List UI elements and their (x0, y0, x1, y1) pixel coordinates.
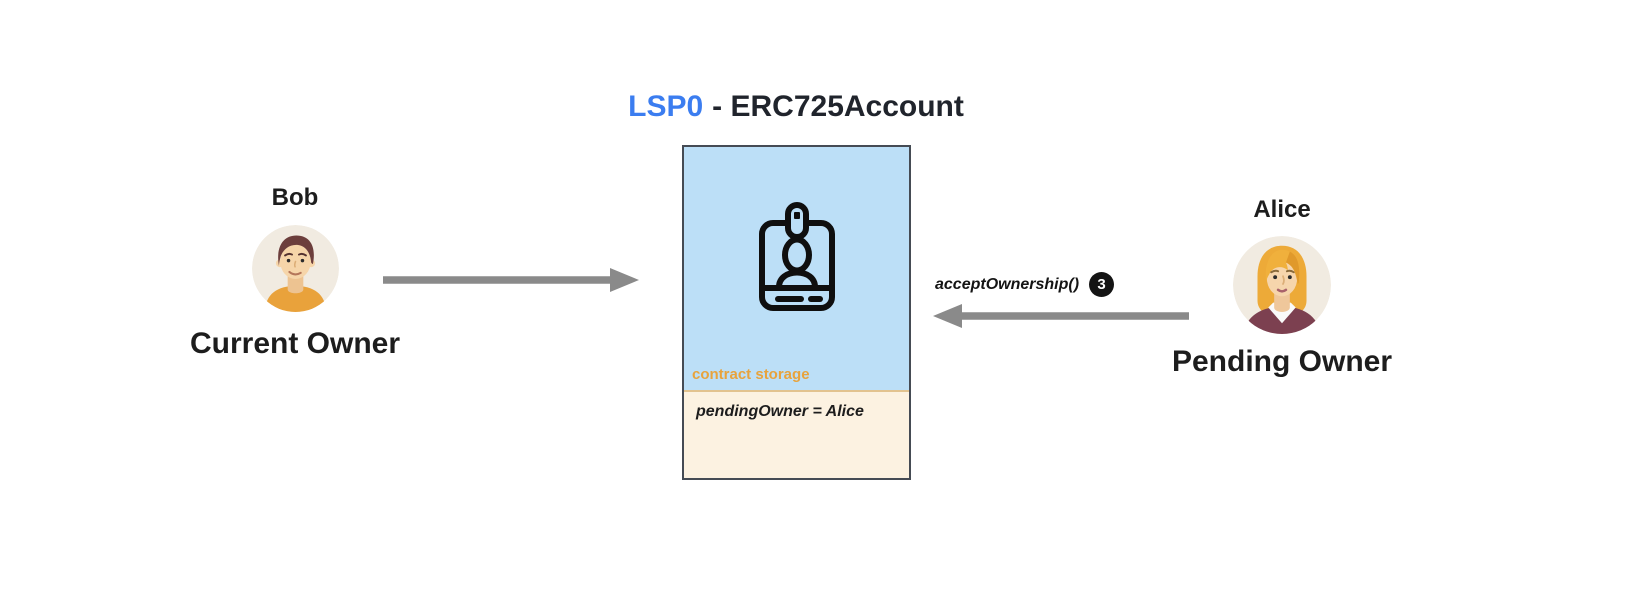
actor-alice-name: Alice (1253, 196, 1311, 223)
title-highlight: LSP0 (628, 90, 704, 123)
actor-alice: Alice Pending Owner (1147, 196, 1417, 379)
page-title: LSP0 - ERC725Account (628, 90, 964, 124)
id-badge-icon (758, 202, 835, 311)
contract-storage-label: contract storage (692, 366, 810, 383)
contract-box: contract storage pendingOwner = Alice (682, 145, 911, 480)
alice-to-contract-arrow (933, 304, 1189, 328)
actor-bob: Bob Current Owner (160, 184, 430, 361)
actor-bob-role: Current Owner (189, 327, 401, 360)
step-3-badge: 3 (1089, 272, 1115, 297)
bob-to-contract-arrow (383, 268, 639, 292)
actor-alice-role: Pending Owner (1171, 345, 1393, 378)
accept-ownership-call: acceptOwnership() 3 (935, 272, 1115, 297)
accept-ownership-label: acceptOwnership() (935, 275, 1080, 293)
title-rest: - ERC725Account (712, 90, 964, 123)
alice-avatar-icon (1233, 236, 1331, 334)
actor-bob-name: Bob (271, 184, 319, 211)
contract-storage-section: pendingOwner = Alice (684, 390, 909, 478)
contract-box-blue-section: contract storage (684, 147, 909, 390)
pending-owner-value: pendingOwner = Alice (696, 403, 864, 420)
bob-avatar-icon (251, 225, 339, 312)
